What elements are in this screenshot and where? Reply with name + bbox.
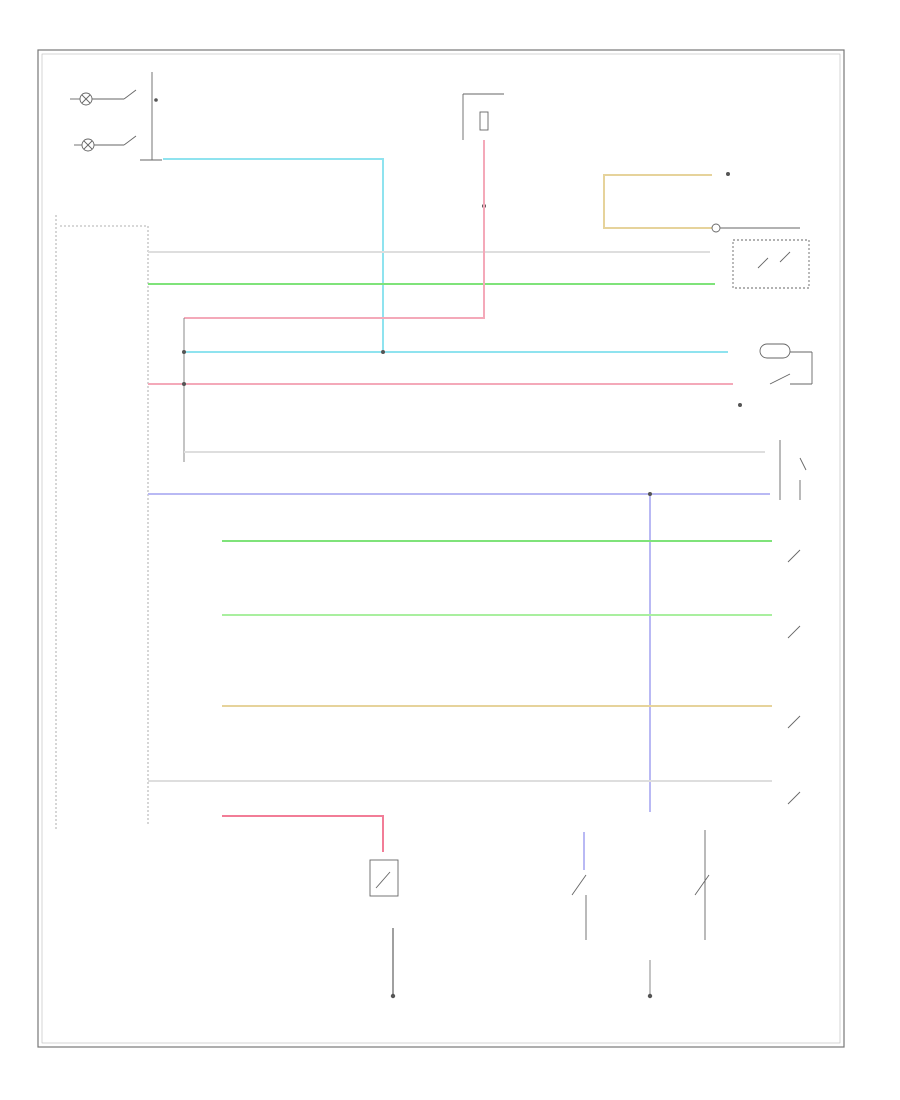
- switch-icon: [123, 135, 137, 146]
- switch-icon: [779, 251, 791, 263]
- control-unit: [55, 215, 149, 830]
- trunk-light: [779, 440, 807, 500]
- ground-icon: [647, 993, 653, 999]
- outer-frame: [37, 49, 845, 1048]
- switch-icon: [571, 874, 587, 896]
- wire-tan-ground-loop: [603, 174, 712, 229]
- switch-icon: [757, 257, 769, 269]
- trunk-switch: [571, 832, 587, 940]
- front-pass-door-switch: [787, 625, 801, 639]
- switch-icon: [769, 373, 791, 385]
- left-rear-door-switch: [787, 715, 801, 729]
- ignition-key-switch: [369, 859, 399, 999]
- switch-icon: [787, 791, 801, 805]
- wire-light-blue-lamp: [163, 158, 384, 352]
- connector-icon: [711, 223, 721, 233]
- switch-icon: [799, 457, 807, 471]
- right-rear-door-switch: [787, 791, 801, 805]
- inner-frame: [41, 53, 841, 1044]
- ground-icon: [738, 403, 742, 407]
- switch-icon: [787, 715, 801, 729]
- driver-door-switch: [787, 549, 801, 563]
- wire-red-ignition: [222, 815, 384, 852]
- ground-icon: [726, 172, 730, 176]
- bottom-ground-right: [647, 960, 653, 999]
- ground-icon: [390, 993, 396, 999]
- switch-icon: [694, 874, 710, 896]
- switch-icon: [375, 871, 391, 889]
- trunk-lid-switch: [694, 830, 710, 940]
- lamp-icon: [759, 343, 791, 359]
- door-switch-box: [732, 239, 810, 289]
- trunk-light-switch: [738, 343, 813, 407]
- switch-icon: [787, 625, 801, 639]
- switch-icon: [787, 549, 801, 563]
- front-lamps: [70, 72, 162, 161]
- right-ground: [711, 172, 800, 233]
- switch-icon: [123, 89, 137, 100]
- connector-icon: [479, 111, 489, 131]
- wire-red-junction: [184, 140, 485, 319]
